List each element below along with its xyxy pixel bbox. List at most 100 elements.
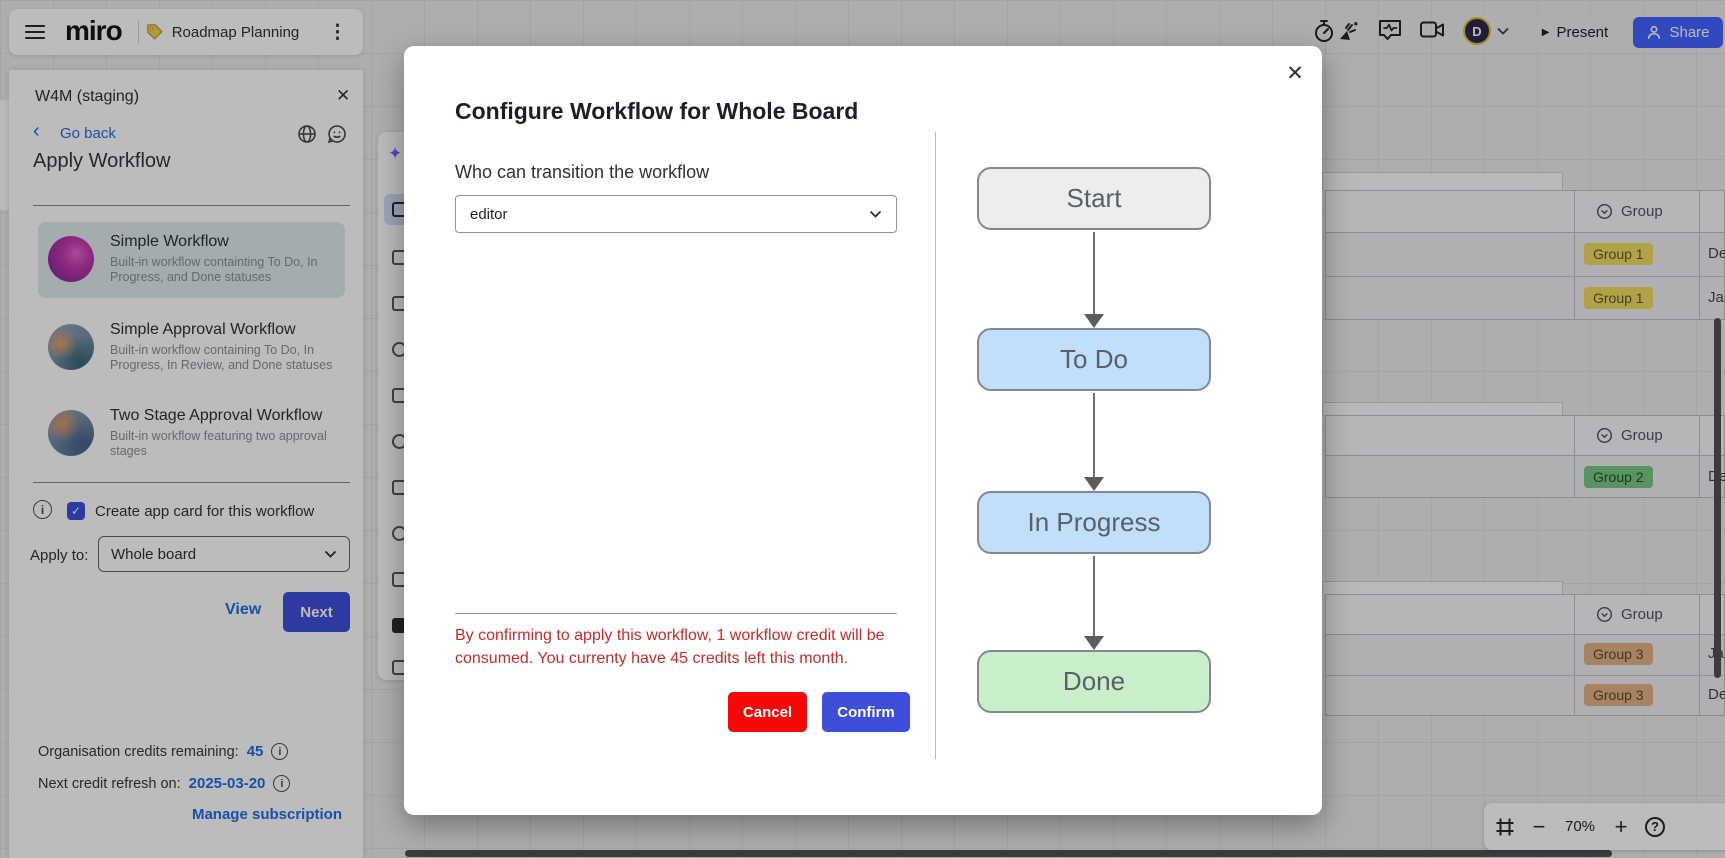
credit-refresh-row: Next credit refresh on: 2025-03-20 i — [38, 775, 291, 792]
date-cell: Jan — [1708, 289, 1725, 306]
group-badge: Group 3 — [1584, 643, 1653, 665]
zoom-out-button[interactable]: − — [1532, 813, 1546, 839]
transition-select[interactable]: editor — [455, 195, 897, 233]
globe-icon[interactable] — [297, 124, 317, 144]
person-icon — [1648, 25, 1661, 39]
circle-chevron-icon — [1596, 427, 1613, 444]
close-modal-icon[interactable]: ✕ — [1286, 61, 1304, 85]
date-cell: De — [1708, 245, 1725, 262]
main-menu-icon[interactable] — [25, 25, 45, 39]
frame-title-strip — [1322, 172, 1563, 190]
table-row: Group 1 De — [1326, 233, 1725, 277]
credit-warning-text: By confirming to apply this workflow, 1 … — [455, 627, 885, 667]
board-table-1: Group Group 1 De Group 1 Jan — [1325, 190, 1725, 320]
view-link[interactable]: View — [225, 601, 262, 618]
feedback-smiley-icon[interactable] — [327, 124, 347, 144]
workflow-item-simple[interactable]: Simple Workflow Built-in workflow contai… — [38, 222, 345, 298]
header-divider — [137, 20, 139, 44]
frame-title-strip — [1322, 402, 1563, 415]
board-title[interactable]: Roadmap Planning — [171, 23, 300, 41]
diagram-node-todo: To Do — [977, 328, 1211, 391]
diagram-node-start: Start — [977, 167, 1211, 230]
configure-workflow-modal: ✕ Configure Workflow for Whole Board Who… — [404, 46, 1322, 815]
present-button[interactable]: ▶ Present — [1533, 17, 1617, 48]
credits-value: 45 — [246, 743, 264, 760]
diagram-node-done: Done — [977, 650, 1211, 713]
divider — [33, 482, 350, 483]
group-badge: Group 1 — [1584, 287, 1653, 309]
frame-title-strip — [1322, 581, 1563, 594]
workflow-thumbnail — [48, 324, 94, 370]
next-button[interactable]: Next — [283, 592, 350, 632]
create-app-card-checkbox[interactable]: ✓ — [67, 502, 85, 520]
chevron-down-icon — [869, 210, 882, 218]
date-cell: De — [1708, 686, 1725, 703]
circle-chevron-icon — [1596, 203, 1613, 220]
chevron-down-icon — [1497, 27, 1509, 35]
share-button[interactable]: Share — [1633, 17, 1723, 48]
refresh-label: Next credit refresh on: — [38, 775, 181, 792]
zoom-to-fit-icon[interactable] — [1488, 817, 1522, 837]
modal-title: Configure Workflow for Whole Board — [455, 98, 859, 124]
diagram-arrowhead — [1084, 314, 1104, 328]
workflow-item-simple-approval[interactable]: Simple Approval Workflow Built-in workfl… — [38, 310, 345, 386]
app-header: miro Roadmap Planning ⋮ — [9, 9, 363, 55]
vertical-scrollbar[interactable] — [1714, 318, 1721, 678]
feedback-icon[interactable] — [1377, 17, 1403, 43]
horizontal-scrollbar[interactable] — [405, 850, 1612, 857]
diagram-arrow — [1093, 393, 1095, 478]
table-row: Group 3 De — [1326, 676, 1725, 717]
info-icon[interactable]: i — [33, 500, 52, 519]
frames-panel-edge — [0, 100, 9, 210]
tag-icon — [146, 23, 163, 40]
zoom-in-button[interactable]: + — [1614, 813, 1628, 839]
user-avatar-menu[interactable]: D — [1461, 13, 1519, 49]
refresh-value: 2025-03-20 — [188, 775, 266, 792]
credits-remaining-row: Organisation credits remaining: 45 i — [38, 743, 289, 760]
diagram-arrow — [1093, 556, 1095, 637]
table-header-row: Group — [1326, 191, 1724, 233]
diagram-arrowhead — [1084, 477, 1104, 491]
panel-heading: Apply Workflow — [33, 150, 171, 172]
group-badge: Group 2 — [1584, 466, 1653, 488]
diagram-arrow — [1093, 232, 1095, 315]
reactions-icon[interactable] — [1313, 15, 1359, 47]
board-menu-icon[interactable]: ⋮ — [328, 21, 347, 43]
close-panel-icon[interactable]: ✕ — [336, 86, 351, 105]
play-icon: ▶ — [1541, 27, 1550, 38]
board-table-3: Group Group 3 Jan Group 3 De — [1325, 594, 1725, 716]
info-icon[interactable]: i — [273, 775, 291, 792]
ai-sparkle-icon[interactable]: ✦ — [388, 144, 403, 163]
transition-label: Who can transition the workflow — [455, 162, 710, 182]
info-icon[interactable]: i — [271, 743, 289, 760]
apply-to-select[interactable]: Whole board — [98, 536, 350, 572]
modal-divider — [935, 132, 936, 759]
diagram-node-in-progress: In Progress — [977, 491, 1211, 554]
manage-subscription-link[interactable]: Manage subscription — [191, 806, 342, 823]
go-back-link[interactable]: Go back — [60, 125, 116, 142]
group-column-header: Group — [1621, 203, 1663, 220]
avatar: D — [1463, 17, 1491, 45]
table-header-row: Group — [1326, 416, 1724, 456]
apply-to-label: Apply to: — [30, 547, 89, 564]
circle-chevron-icon — [1596, 606, 1613, 623]
workflow-item-two-stage[interactable]: Two Stage Approval Workflow Built-in wor… — [38, 396, 345, 466]
confirm-button[interactable]: Confirm — [822, 692, 910, 732]
group-column-header: Group — [1621, 427, 1663, 444]
chevron-down-icon — [324, 550, 337, 558]
table-row: Group 3 Jan — [1326, 635, 1725, 676]
panel-title: W4M (staging) — [35, 88, 140, 105]
workflow-thumbnail — [48, 410, 94, 456]
warning-divider — [455, 613, 897, 614]
help-icon[interactable]: ? — [1638, 816, 1672, 837]
group-column-header: Group — [1621, 606, 1663, 623]
credits-label: Organisation credits remaining: — [38, 743, 239, 760]
group-badge: Group 3 — [1584, 684, 1653, 706]
divider — [33, 205, 350, 206]
cancel-button[interactable]: Cancel — [728, 692, 807, 732]
zoom-level[interactable]: 70% — [1564, 818, 1596, 835]
miro-logo: miro — [65, 14, 123, 46]
video-camera-icon[interactable] — [1419, 18, 1446, 42]
zoom-controls: − 70% + ? — [1484, 803, 1725, 850]
